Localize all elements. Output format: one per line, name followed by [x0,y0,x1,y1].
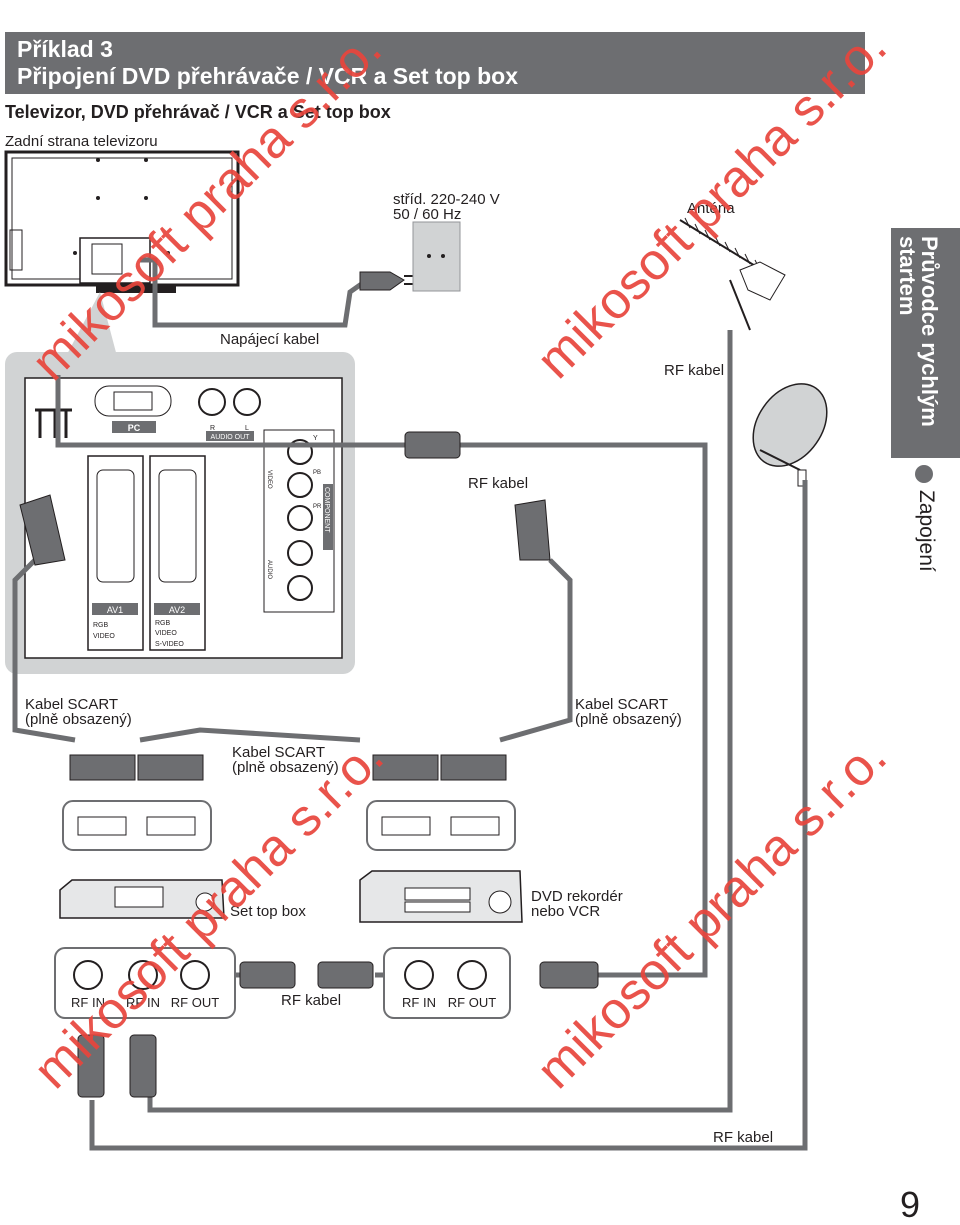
rf-cable-label-2: RF kabel [468,475,528,492]
rf-plug-icon [539,961,599,989]
panel-av2-svideo: S-VIDEO [155,641,184,648]
panel-av2-video: VIDEO [155,630,177,637]
stb-rf-out-label: RF OUT [171,995,219,1010]
page-header: Příklad 3 Připojení DVD přehrávače / VCR… [5,32,865,94]
rf-plug-icon [77,1034,105,1098]
panel-av1-rgb: RGB [93,622,109,629]
rf-plug-icon [404,431,461,459]
panel-av2-label: AV2 [169,605,185,615]
scart-plug-icon [19,494,66,566]
panel-pb-label: PB [313,470,321,476]
scart-cable-right-label-2: (plně obsazený) [575,711,682,728]
power-spec-label-2: 50 / 60 Hz [393,206,461,223]
scart-cable-left-label: Kabel SCART [25,696,118,713]
scart-cable-mid-label: Kabel SCART [232,744,325,761]
scart-plug-icon [514,499,551,561]
dvd-rf-out-label: RF OUT [448,995,496,1010]
section-subtitle: Televizor, DVD přehrávač / VCR a Set top… [5,102,391,122]
rf-plug-icon [317,961,374,989]
panel-av2-rgb: RGB [155,620,171,627]
power-plug-icon [359,271,414,291]
dvd-rf-in-label: RF IN [402,995,436,1010]
page-number: 9 [900,1184,921,1225]
wall-socket-icon [412,221,461,292]
panel-pc-label: PC [128,423,141,433]
rf-cable-label-3: RF kabel [281,992,341,1009]
page-title: Připojení DVD přehrávače / VCR a Set top… [17,63,519,89]
panel-av1-label: AV1 [107,605,123,615]
scart-cable-mid-label-2: (plně obsazený) [232,759,339,776]
panel-pr-label: PR [313,504,322,510]
dvd-recorder-label-2: nebo VCR [531,903,600,920]
section-dot-icon [915,465,933,483]
zoom-wedge [64,292,118,360]
satellite-dish-icon [752,383,828,487]
stb-rf-in-2-label: RF IN [126,995,160,1010]
panel-audio-out-label: AUDIO OUT [211,434,251,441]
tv-rear-panel: PC R L AUDIO OUT Y PB PR VIDEO AUDIO COM… [5,352,355,674]
panel-r-label: R [210,425,215,432]
panel-video-vertical: VIDEO [266,470,272,489]
tv-back-label: Zadní strana televizoru [5,133,158,150]
sidebar-tab: Průvodce rychlým startem [891,228,960,458]
stb-scart-ports [62,800,212,851]
panel-audio-vertical: AUDIO [266,560,272,579]
set-top-box-icon [59,879,225,919]
rf-plug-icon [129,1034,157,1098]
example-number: Příklad 3 [17,36,113,62]
dvd-scart-ports [366,800,516,851]
panel-l-label: L [245,425,249,432]
panel-y-label: Y [313,435,318,442]
dvd-recorder-label: DVD rekordér [531,888,623,905]
stb-rf-in-1-label: RF IN [71,995,105,1010]
set-top-box-label: Set top box [230,903,306,920]
rf-plug-icon [239,961,296,989]
antenna-label: Anténa [687,200,735,217]
tv-back-illustration [4,150,240,293]
panel-av1-video: VIDEO [93,633,115,640]
power-cable-label: Napájecí kabel [220,331,319,348]
scart-cable-right-label: Kabel SCART [575,696,668,713]
scart-cable-left-label-2: (plně obsazený) [25,711,132,728]
dvd-recorder-icon [359,870,523,923]
antenna-icon [679,217,786,331]
power-spec-label: stříd. 220-240 V [393,191,500,208]
rf-cable-label-1: RF kabel [664,362,724,379]
scart-plugs-row [69,754,507,781]
rf-cable-label-4: RF kabel [713,1129,773,1146]
panel-component-label: COMPONENT [323,487,330,533]
